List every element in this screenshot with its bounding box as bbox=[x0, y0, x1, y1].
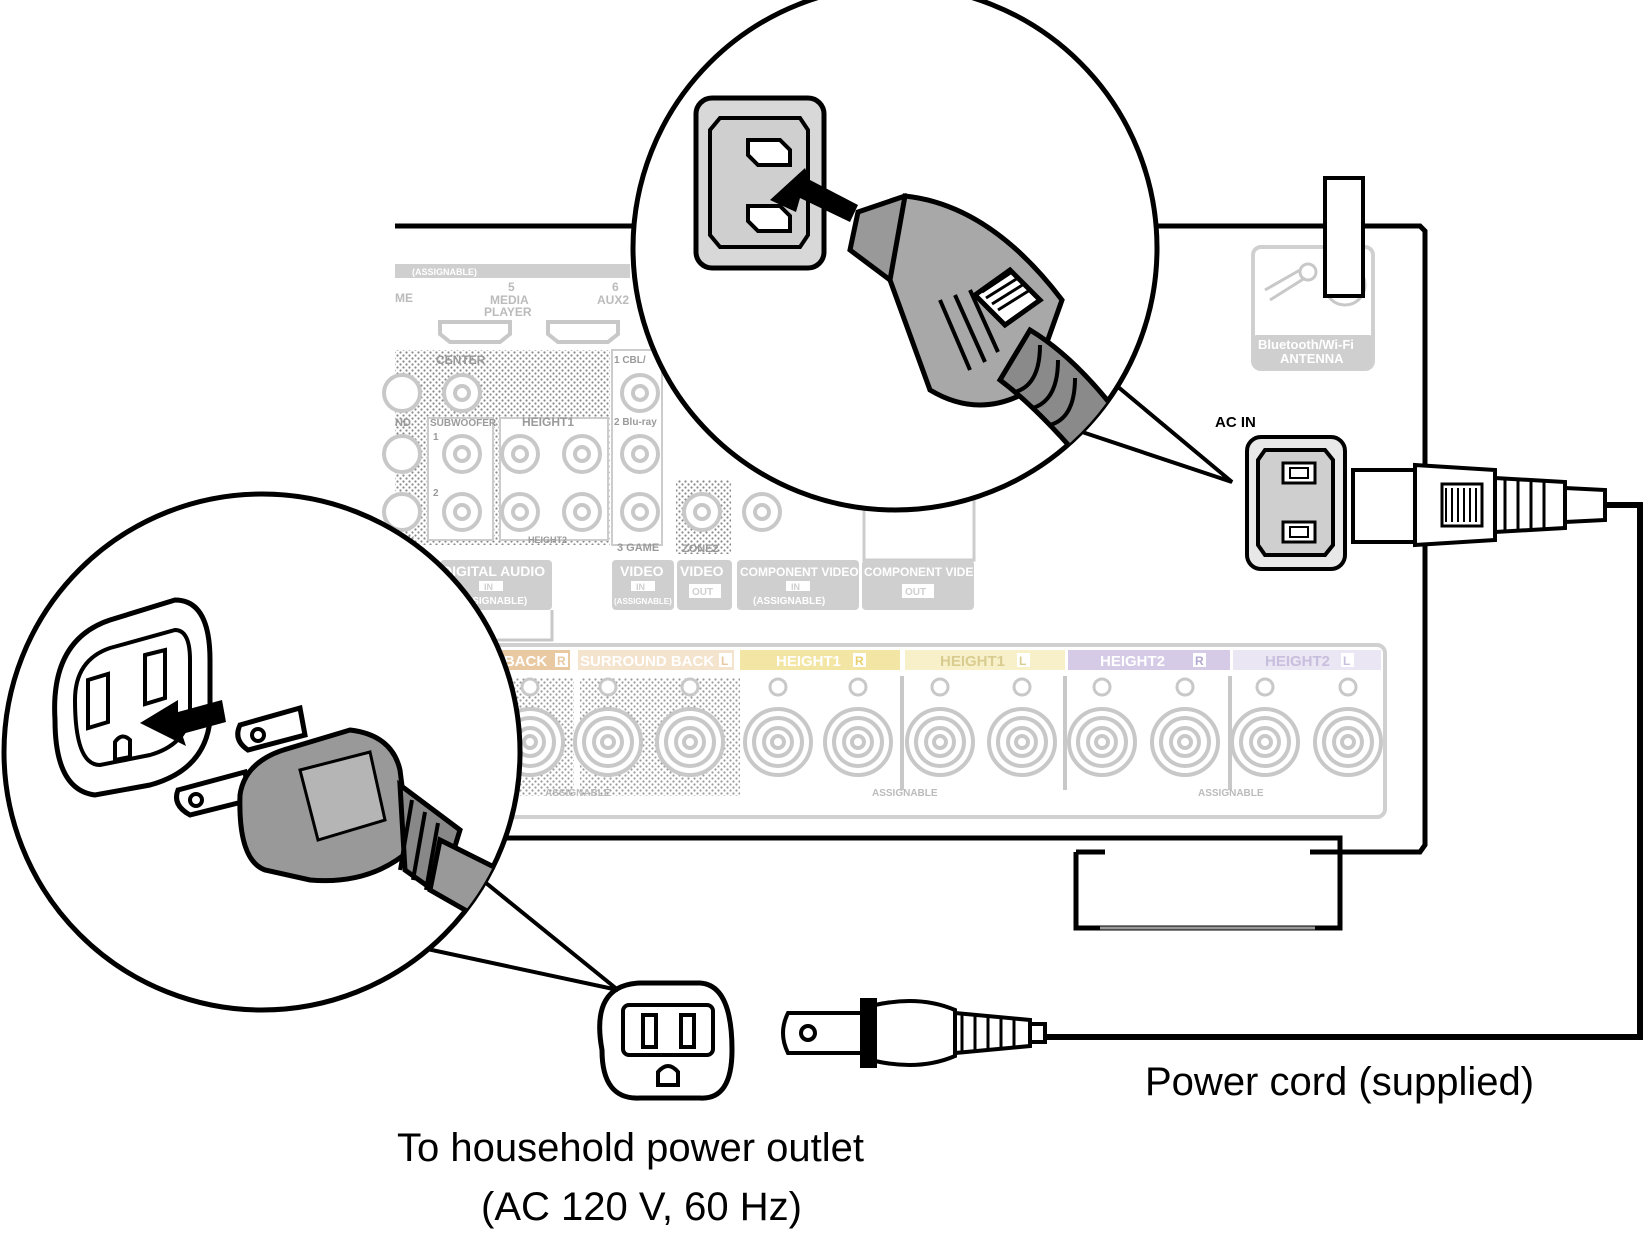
surround-back-label: SURROUND BACK bbox=[580, 653, 714, 670]
terminal-polarity-icon bbox=[1338, 677, 1358, 697]
video-in-label: VIDEO bbox=[620, 563, 664, 579]
terminal-polarity-icon bbox=[1255, 677, 1275, 697]
terminal-polarity-icon bbox=[930, 677, 950, 697]
ac-in-inlet bbox=[1245, 435, 1347, 571]
speaker-terminal-post bbox=[1014, 734, 1030, 750]
terminal-polarity-icon bbox=[680, 677, 700, 697]
terminal-polarity-icon bbox=[1175, 677, 1195, 697]
cbl-label: 1 CBL/ bbox=[614, 355, 646, 366]
zone2-label: ZONE2 bbox=[682, 543, 719, 555]
terminal-polarity-icon bbox=[768, 677, 788, 697]
height2-r-label: HEIGHT2 bbox=[1100, 653, 1165, 670]
speaker-terminal-post bbox=[522, 734, 538, 750]
insert-arrow-icon bbox=[770, 168, 858, 222]
digital-audio-label: DIGITAL AUDIO bbox=[442, 563, 545, 579]
assignable-label-3: ASSIGNABLE bbox=[1198, 788, 1264, 799]
media-player-label-1: MEDIA bbox=[490, 293, 529, 307]
component-video-in-label: COMPONENT VIDEO bbox=[740, 565, 859, 579]
assignable-label-2: ASSIGNABLE bbox=[872, 788, 938, 799]
speaker-terminal-post bbox=[682, 734, 698, 750]
speaker-terminal-post bbox=[1177, 734, 1193, 750]
component-video-assignable: (ASSIGNABLE) bbox=[753, 596, 825, 607]
speaker-terminal-post bbox=[600, 734, 616, 750]
game-label: 3 GAME bbox=[617, 542, 659, 554]
wall-outlet bbox=[597, 980, 735, 1101]
digital-audio-assignable: (ASSIGNABLE) bbox=[455, 596, 527, 607]
subwoofer-label: SUBWOOFER bbox=[430, 418, 497, 429]
outlet-caption-line1: To household power outlet bbox=[397, 1126, 864, 1170]
center-label: CENTER bbox=[436, 353, 486, 367]
height1-l-badge: L bbox=[1019, 654, 1026, 668]
component-video-in-badge: IN bbox=[791, 582, 800, 592]
bluray-label: 2 Blu-ray bbox=[614, 417, 657, 428]
outlet-caption-line2: (AC 120 V, 60 Hz) bbox=[481, 1185, 802, 1229]
sub-1-label: 1 bbox=[433, 432, 439, 443]
height2-l-label: HEIGHT2 bbox=[1265, 653, 1330, 670]
video-out-label: VIDEO bbox=[680, 563, 724, 579]
height2-small-label: HEIGHT2 bbox=[528, 535, 567, 545]
terminal-polarity-icon bbox=[1092, 677, 1112, 697]
height1-r-label: HEIGHT1 bbox=[776, 653, 841, 670]
power-cord-caption: Power cord (supplied) bbox=[1145, 1060, 1535, 1104]
aux2-label: AUX2 bbox=[597, 293, 629, 307]
assignable-label-1: ASSIGNABLE bbox=[545, 788, 611, 799]
speaker-terminal-post bbox=[1094, 734, 1110, 750]
speaker-terminal-post bbox=[932, 734, 948, 750]
height1-small-label: HEIGHT1 bbox=[522, 415, 574, 429]
video-assignable: (ASSIGNABLE) bbox=[614, 597, 672, 606]
video-out-badge: OUT bbox=[692, 587, 713, 598]
height2-r-badge: R bbox=[1195, 654, 1204, 668]
bluetooth-wifi-label: Bluetooth/Wi-Fi bbox=[1258, 337, 1354, 352]
terminal-polarity-icon bbox=[598, 677, 618, 697]
height1-l-label: HEIGHT1 bbox=[940, 653, 1005, 670]
power-cord bbox=[1040, 502, 1643, 1040]
terminal-polarity-icon bbox=[520, 677, 540, 697]
media-player-num: 5 bbox=[508, 280, 515, 294]
nd-back-r: R bbox=[557, 654, 566, 668]
receiver-rear-panel: (ASSIGNABLE) ME 5 MEDIA PLAYER 6 AUX2 CE… bbox=[382, 176, 1643, 1040]
component-video-out-label: COMPONENT VIDEO bbox=[864, 565, 983, 579]
height2-l-badge: L bbox=[1343, 654, 1350, 668]
height1-r-badge: R bbox=[855, 654, 864, 668]
antenna-label: ANTENNA bbox=[1280, 351, 1344, 366]
component-video-out-badge: OUT bbox=[905, 587, 926, 598]
nd-label: ND bbox=[395, 417, 411, 429]
digital-audio-in: IN bbox=[484, 582, 493, 592]
iec-connector-plugged bbox=[1351, 462, 1607, 548]
ac-in-label: AC IN bbox=[1215, 414, 1256, 431]
speaker-terminal-post bbox=[1340, 734, 1356, 750]
speaker-terminal-post bbox=[850, 734, 866, 750]
assignable-top-label: (ASSIGNABLE) bbox=[412, 267, 477, 277]
power-plug-closeup bbox=[174, 704, 520, 934]
aux2-num: 6 bbox=[612, 280, 619, 294]
surround-back-l: L bbox=[721, 654, 728, 668]
power-plug bbox=[781, 998, 1047, 1068]
speaker-terminal-post bbox=[1257, 734, 1273, 750]
insert-arrow-icon-2 bbox=[140, 700, 226, 746]
antenna bbox=[1323, 176, 1365, 298]
terminal-polarity-icon bbox=[848, 677, 868, 697]
video-in-badge: IN bbox=[636, 582, 645, 592]
ac-inlet-closeup bbox=[693, 95, 827, 271]
speaker-terminals bbox=[495, 677, 1383, 777]
terminal-polarity-icon bbox=[1012, 677, 1032, 697]
speaker-terminal-post bbox=[770, 734, 786, 750]
media-player-label-2: PLAYER bbox=[484, 305, 532, 319]
sub-2-label: 2 bbox=[433, 488, 439, 499]
me-label: ME bbox=[395, 291, 413, 305]
